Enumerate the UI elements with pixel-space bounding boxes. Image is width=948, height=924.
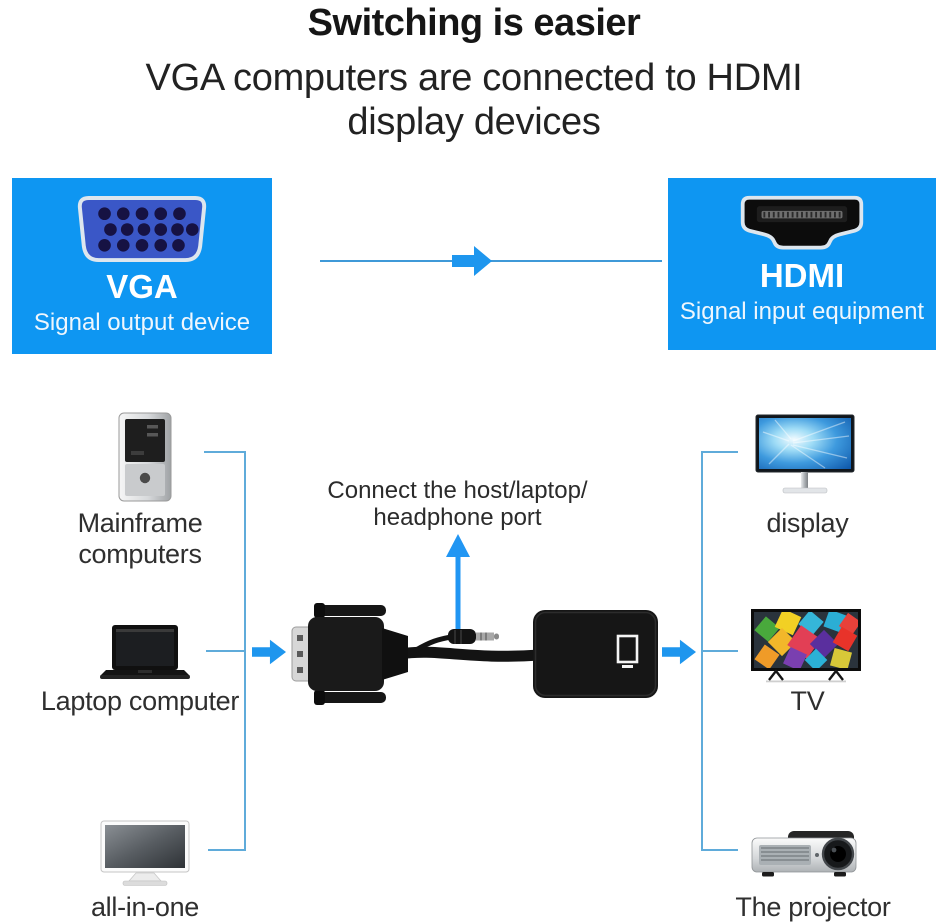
vga-panel-title: VGA xyxy=(106,268,178,305)
mainframe-label: Mainframe computers xyxy=(77,508,203,570)
annotation-up-arrow-icon xyxy=(446,534,470,644)
all-in-one-label: all-in-one xyxy=(90,892,200,922)
hdmi-target-panel: HDMI Signal input equipment xyxy=(668,178,936,350)
connector-line-laptop xyxy=(206,650,246,652)
connector-line-projector xyxy=(702,849,738,851)
left-flow-arrow-icon xyxy=(252,639,286,665)
right-flow-arrow-icon xyxy=(662,639,696,665)
connector-line-mainframe xyxy=(204,451,246,453)
vga-panel-caption: Signal output device xyxy=(33,308,251,336)
laptop-label: Laptop computer xyxy=(40,686,240,716)
display-label: display xyxy=(766,508,849,538)
hdmi-port-icon xyxy=(740,195,864,250)
connector-line-display xyxy=(702,451,738,453)
tv-label: TV xyxy=(790,686,825,716)
laptop-icon xyxy=(100,625,190,679)
connector-line-all-in-one xyxy=(208,849,246,851)
vga-source-panel: VGA Signal output device xyxy=(12,178,272,354)
hdmi-panel-title: HDMI xyxy=(759,257,845,294)
panels-right-arrow-icon xyxy=(452,246,492,276)
page-subtitle: VGA computers are connected to HDMI disp… xyxy=(145,57,803,144)
tv-icon xyxy=(751,609,861,683)
connector-line-tv xyxy=(702,650,738,652)
projector-icon xyxy=(751,831,857,877)
projector-label: The projector xyxy=(735,892,891,922)
page-title: Switching is easier xyxy=(307,2,641,44)
vga-to-hdmi-adapter-icon xyxy=(291,603,658,705)
hdmi-panel-caption: Signal input equipment xyxy=(679,297,925,325)
tower-computer-icon xyxy=(118,412,172,502)
all-in-one-icon xyxy=(100,820,190,886)
annotation-text: Connect the host/laptop/ headphone port xyxy=(327,477,588,531)
vga-port-icon xyxy=(77,196,207,263)
monitor-icon xyxy=(755,414,855,494)
